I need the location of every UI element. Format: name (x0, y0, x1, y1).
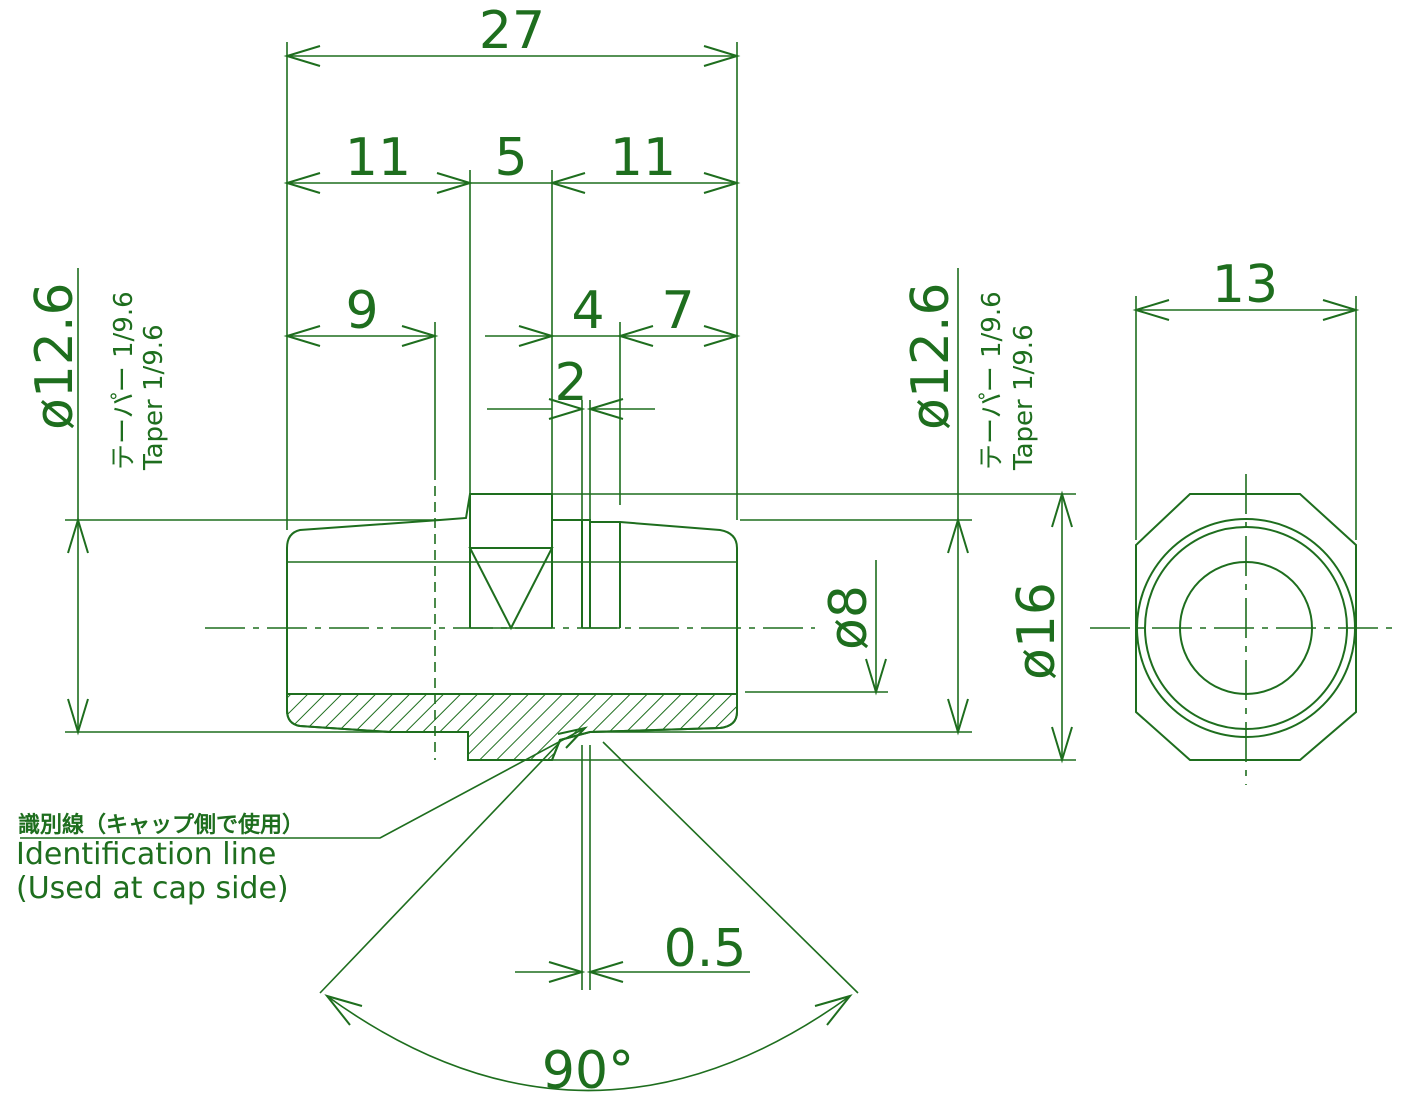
dim-overall-label: 27 (479, 1, 545, 61)
part-outline (286, 470, 738, 761)
taper-right-jp: テーパー 1/9.6 (977, 291, 1007, 470)
id-label-en1: Identification line (16, 837, 276, 872)
dim-hex-flat (1132, 296, 1360, 540)
dim-hex-width-label: ø16 (1007, 582, 1067, 680)
id-label-jp: 識別線（キャップ側で使用） (18, 812, 304, 838)
dim-bore (745, 560, 888, 696)
taper-right-en: Taper 1/9.6 (1009, 324, 1039, 471)
dim-right-thread-label: 11 (610, 128, 676, 188)
dim-overall (283, 42, 741, 530)
dim-middle-label: 5 (494, 128, 527, 188)
dim-left-effective-label: 9 (345, 281, 378, 341)
dim-hex-flat-label: 13 (1212, 255, 1278, 315)
dim-thread-right-label: ø12.6 (901, 282, 961, 430)
dim-thread-left-label: ø12.6 (25, 282, 85, 430)
dim-hex-width (552, 490, 1076, 764)
dim-angle-label: 90° (542, 1041, 634, 1101)
dim-effective (283, 322, 741, 505)
dim-right-effective-label: 7 (661, 281, 694, 341)
dim-thread-right (590, 268, 972, 736)
dim-thread-left (65, 268, 440, 736)
dim-id-width-label: 0.5 (664, 919, 747, 979)
dim-groove (487, 398, 655, 520)
taper-left-en: Taper 1/9.6 (139, 324, 169, 471)
dim-groove-label: 2 (554, 353, 587, 413)
taper-left-jp: テーパー 1/9.6 (109, 291, 139, 470)
dim-bore-label: ø8 (819, 585, 879, 650)
dim-sections (283, 170, 741, 494)
end-view (1090, 474, 1400, 785)
id-line-detail (20, 726, 859, 1092)
dim-left-thread-label: 11 (345, 128, 411, 188)
id-label-en2: (Used at cap side) (16, 871, 289, 906)
dim-right-inner-label: 4 (571, 281, 604, 341)
